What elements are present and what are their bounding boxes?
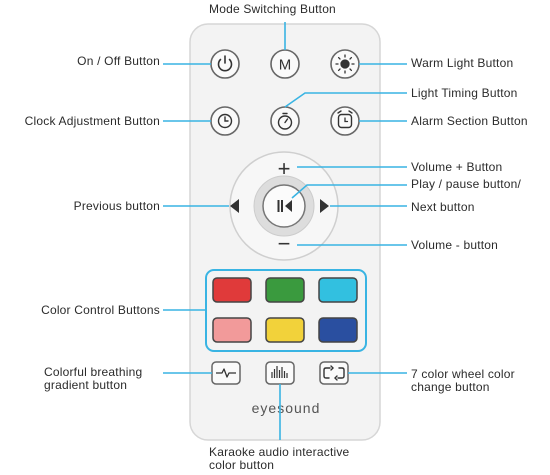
play-pause-button[interactable] [277,200,293,212]
label-next: Next button [411,200,475,214]
color-buttons [212,277,358,343]
label-volume-plus: Volume + Button [411,160,503,174]
label-play-pause: Play / pause button/ [411,177,522,191]
play-pause-icon [277,200,292,212]
color-button-red[interactable] [212,277,252,303]
color-button-green[interactable] [265,277,305,303]
label-on-off: On / Off Button [77,54,160,68]
label-karaoke: Karaoke audio interactive color button [209,446,349,472]
label-volume-minus: Volume - button [411,238,499,252]
label-color-wheel-line2: change button [411,380,490,394]
label-breathing-line2: gradient button [44,378,128,392]
callout-lines [163,22,407,440]
karaoke-button[interactable] [265,361,295,385]
label-color-wheel-line1: 7 color wheel color [411,367,515,381]
label-warm-light: Warm Light Button [411,56,514,70]
power-icon [217,55,233,72]
color-wheel-button[interactable] [319,361,349,385]
breathing-button[interactable] [211,361,241,385]
volume-minus-button[interactable]: − [278,231,291,256]
label-karaoke-line2: color button [209,458,275,472]
label-light-timing: Light Timing Button [411,86,518,100]
label-previous: Previous button [73,199,160,213]
label-clock-adjustment: Clock Adjustment Button [24,114,160,128]
clock-icon [217,113,233,129]
color-button-pink[interactable] [212,317,252,343]
label-alarm-section: Alarm Section Button [411,114,528,128]
label-color-control: Color Control Buttons [41,303,160,317]
previous-icon[interactable] [230,199,239,213]
warm-light-button[interactable] [330,49,360,79]
clock-button[interactable] [210,106,240,136]
power-button[interactable] [210,49,240,79]
label-breathing: Colorful breathing gradient button [44,366,142,392]
alarm-icon [337,110,353,129]
label-karaoke-line1: Karaoke audio interactive [209,445,350,459]
light-timing-button[interactable] [270,106,300,136]
pulse-icon [216,368,236,378]
mode-button[interactable]: M [270,49,300,79]
timer-icon [277,112,293,130]
equalizer-icon [271,366,288,378]
brand-logo: eyesound [252,400,321,416]
label-mode-switching: Mode Switching Button [209,2,336,16]
loop-icon [323,365,345,381]
volume-plus-button[interactable]: + [278,156,291,181]
color-button-cyan[interactable] [318,277,358,303]
mode-icon: M [279,57,292,74]
color-button-blue[interactable] [318,317,358,343]
next-icon[interactable] [320,199,329,213]
alarm-button[interactable] [330,106,360,136]
label-color-wheel: 7 color wheel color change button [411,368,515,394]
label-breathing-line1: Colorful breathing [44,365,143,379]
sun-icon [335,54,355,74]
color-button-yellow[interactable] [265,317,305,343]
